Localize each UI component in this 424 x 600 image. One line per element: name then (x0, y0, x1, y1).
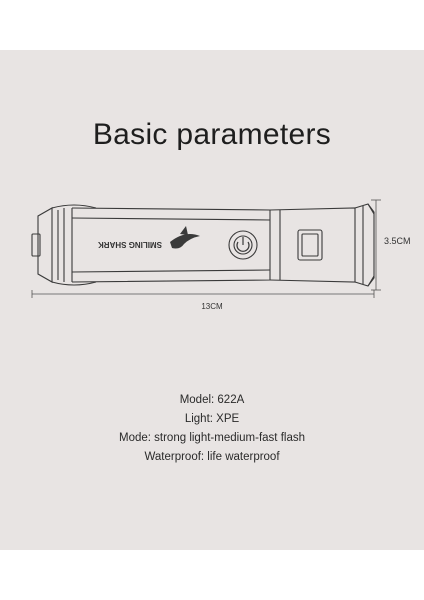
flashlight-head (269, 207, 356, 283)
flashlight-diagram: SMILING SHARK (31, 203, 375, 298)
page-title: Basic parameters (92, 118, 332, 151)
zoom-window (297, 229, 323, 261)
diameter-dimension-line (371, 199, 381, 291)
power-button (228, 230, 258, 260)
bezel (354, 203, 375, 287)
spec-mode: Mode: strong light-medium-fast flash (119, 432, 305, 444)
length-label: 13CM (201, 302, 223, 311)
tail-clip (31, 233, 41, 257)
length-dimension-line (31, 290, 375, 298)
diameter-label: 3.5CM (384, 236, 411, 246)
flashlight-body (71, 207, 271, 283)
spec-waterproof: Waterproof: life waterproof (144, 451, 280, 463)
spec-model: Model: 622A (179, 394, 245, 406)
shark-logo (170, 226, 200, 249)
product-card (0, 50, 424, 550)
spec-list: Model: 622A Light: XPE Mode: strong ligh… (0, 391, 424, 467)
spec-light: Light: XPE (184, 413, 240, 425)
brand-text: SMILING SHARK (98, 240, 162, 249)
